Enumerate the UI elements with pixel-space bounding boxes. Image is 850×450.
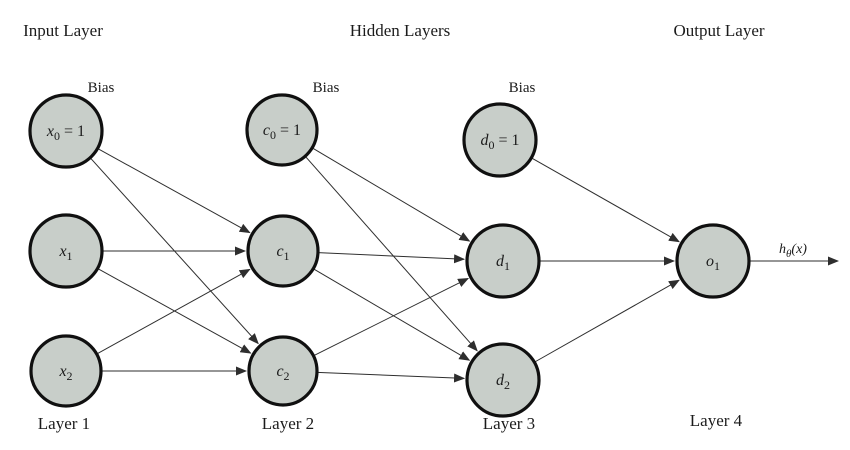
caption-layer-2: Layer 2 <box>262 414 314 433</box>
node-x2-circle <box>29 334 103 408</box>
node-d1-circle <box>465 223 541 299</box>
node-d2-circle <box>465 342 541 418</box>
node-x1-circle <box>28 213 104 289</box>
edge-c0-d2 <box>304 155 478 352</box>
edge-d0-o1 <box>531 157 680 243</box>
edge-x0-c1 <box>97 147 251 234</box>
edge-c0-d1 <box>311 147 471 242</box>
bias-label-x0: Bias <box>88 80 115 96</box>
node-c1-label: c1 <box>276 243 289 263</box>
bias-label-c0: Bias <box>313 80 340 96</box>
header-input-layer: Input Layer <box>23 21 103 40</box>
node-d2-label: d2 <box>496 372 510 392</box>
node-x2-label: x2 <box>58 363 72 383</box>
edge-c1-d1 <box>317 252 466 264</box>
caption-layer-1: Layer 1 <box>38 414 90 433</box>
node-o1-label: o1 <box>706 253 720 273</box>
edge-x2-c1 <box>96 268 251 355</box>
node-x0-label: x0 = 1 <box>46 123 85 143</box>
node-d1-label: d1 <box>496 253 510 273</box>
output-function-label: hθ(x) <box>779 242 807 260</box>
bias-label-d0: Bias <box>509 80 536 96</box>
header-hidden-layers: Hidden Layers <box>350 21 451 40</box>
node-x0-circle <box>28 93 104 169</box>
caption-layer-3: Layer 3 <box>483 414 535 433</box>
header-output-layer: Output Layer <box>673 21 764 40</box>
node-o1-circle <box>675 223 751 299</box>
node-d0-label: d0 = 1 <box>480 132 519 152</box>
node-c2-label: c2 <box>276 363 289 383</box>
node-d0-circle <box>462 102 538 178</box>
node-c0-circle <box>245 93 319 167</box>
node-c0-label: c0 = 1 <box>263 122 301 142</box>
edge-c2-d1 <box>313 277 470 357</box>
nodes-group: x0 = 1 x1 x2 c0 = 1 c1 c2 d0 = 1 d1 d2 o1 <box>28 93 751 418</box>
node-c1-circle <box>246 214 320 288</box>
labels-group: hθ(x) Input Layer Hidden Layers Output Laye… <box>23 21 807 433</box>
edges-group <box>89 147 839 383</box>
node-x1-label: x1 <box>58 243 72 263</box>
edge-d2-o1 <box>534 279 680 363</box>
caption-layer-4: Layer 4 <box>690 411 743 430</box>
edge-c2-d2 <box>316 371 466 383</box>
edge-c1-d2 <box>312 268 471 361</box>
node-c2-circle <box>247 335 319 407</box>
